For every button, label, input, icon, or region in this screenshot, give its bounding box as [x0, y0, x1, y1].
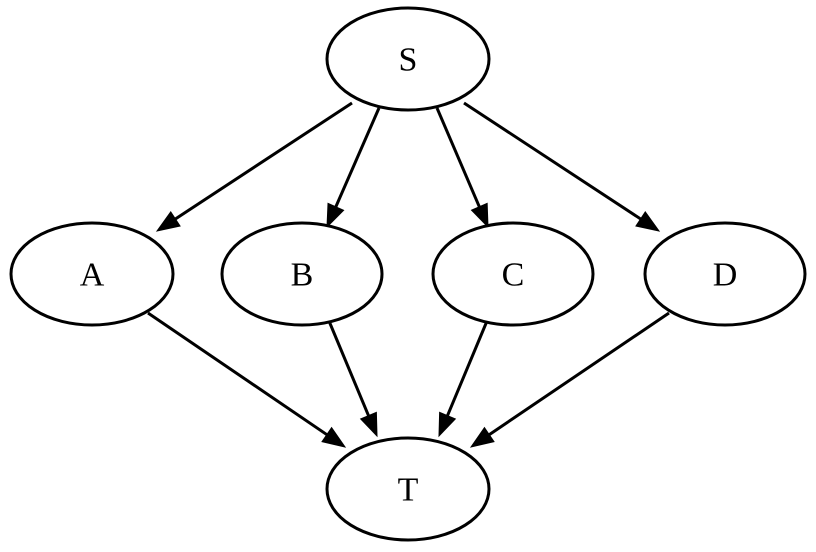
node-d[interactable]: D [643, 221, 807, 327]
arrowhead-icon [469, 426, 495, 448]
arrowhead-icon [321, 426, 347, 448]
edge-line [444, 320, 489, 420]
edge-line [172, 101, 353, 222]
edge-s-to-d [463, 101, 661, 232]
node-shape[interactable] [9, 221, 175, 327]
edge-s-to-b [326, 107, 381, 229]
node-label: T [398, 472, 419, 509]
edge-b-to-t [327, 320, 378, 438]
node-label: S [399, 42, 418, 79]
edge-d-to-t [469, 311, 670, 448]
edge-line [435, 107, 482, 211]
node-t[interactable]: T [325, 436, 491, 542]
node-shape[interactable] [325, 6, 491, 112]
edge-layer [147, 101, 670, 448]
node-layer: S A B C D T [9, 6, 807, 542]
arrowhead-icon [155, 210, 181, 232]
edge-s-to-a [155, 101, 353, 232]
node-shape[interactable] [220, 221, 384, 327]
arrowhead-icon [359, 411, 378, 438]
edge-line [463, 101, 644, 222]
node-b[interactable]: B [220, 221, 384, 327]
node-shape[interactable] [325, 436, 491, 542]
edge-s-to-c [435, 107, 489, 229]
arrowhead-icon [438, 411, 457, 438]
node-shape[interactable] [431, 221, 595, 327]
arrowhead-icon [635, 210, 661, 232]
node-label: B [291, 257, 314, 294]
edge-a-to-t [147, 311, 347, 448]
edge-line [485, 311, 670, 438]
arrowhead-icon [470, 202, 489, 229]
edge-c-to-t [438, 320, 489, 438]
edge-line [333, 107, 381, 211]
node-s[interactable]: S [325, 6, 491, 112]
node-a[interactable]: A [9, 221, 175, 327]
node-label: C [502, 257, 525, 294]
edge-line [147, 311, 331, 438]
arrowhead-icon [326, 202, 345, 229]
node-shape[interactable] [643, 221, 807, 327]
node-label: A [80, 257, 105, 294]
edge-line [327, 320, 372, 420]
node-c[interactable]: C [431, 221, 595, 327]
node-label: D [713, 257, 738, 294]
